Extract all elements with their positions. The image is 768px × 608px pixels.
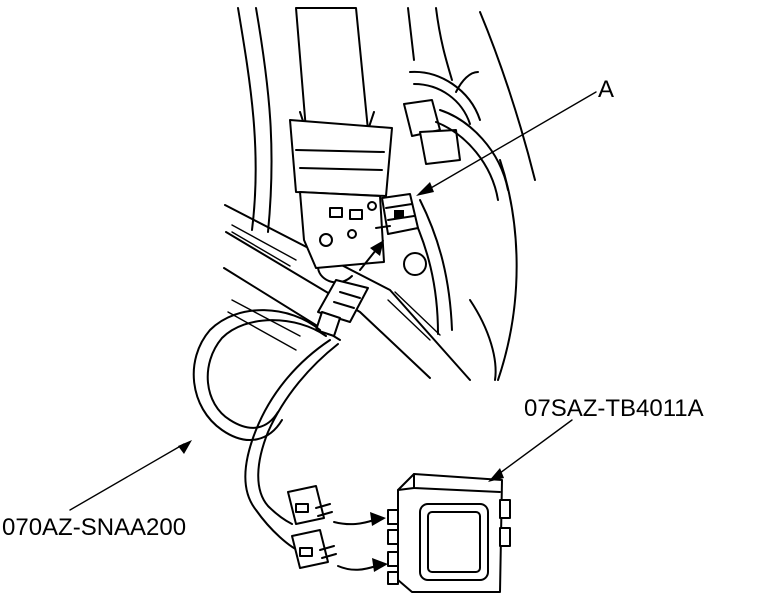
leader-line-box: [488, 419, 573, 482]
connect-arrow-plug-1: [333, 512, 386, 526]
harness-tool-cable: [192, 309, 339, 553]
harness-tool-connector: [315, 279, 369, 337]
seat-belt-webbing: [295, 7, 375, 131]
seat-belt-buckle-assembly: [289, 119, 393, 284]
callout-harness-tool-label: 070AZ-SNAA200: [2, 514, 186, 541]
leader-line-a: [416, 91, 597, 196]
simulator-box: [387, 473, 511, 593]
harness-tool-plug-2: [291, 529, 337, 569]
harness-tool-plug-1: [287, 485, 333, 525]
vehicle-wiring-harness: [403, 70, 509, 335]
connector-a: [375, 193, 419, 235]
leader-line-harness: [69, 440, 192, 511]
connect-arrow-plug-2: [337, 558, 388, 572]
callout-a-label: A: [598, 76, 614, 103]
callout-box-tool-label: 07SAZ-TB4011A: [524, 395, 704, 422]
connect-arrow-upper: [359, 240, 384, 271]
